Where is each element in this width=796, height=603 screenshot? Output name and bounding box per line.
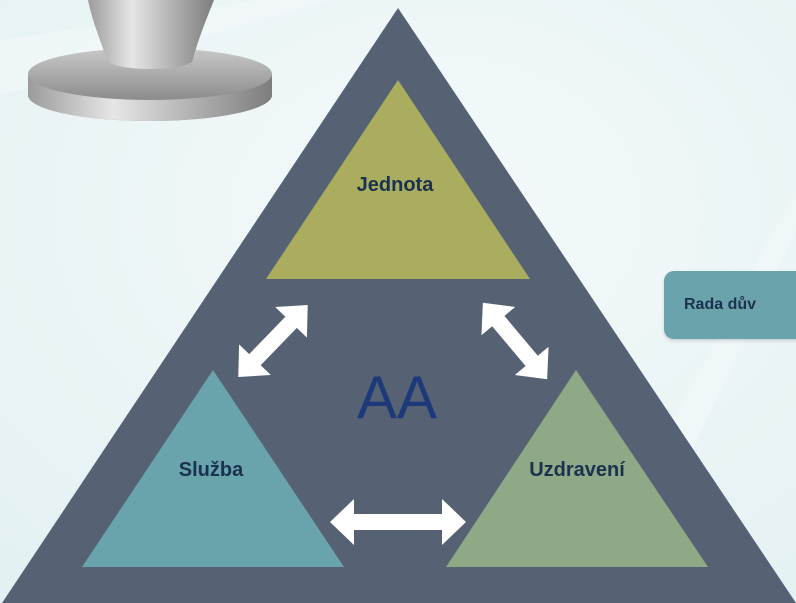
arrows: [238, 302, 549, 545]
center-label-aa: AA: [357, 364, 437, 431]
left-triangle: [82, 370, 344, 567]
side-box-label: Rada dův: [684, 296, 757, 313]
label-jednota: Jednota: [357, 174, 435, 196]
label-uzdraveni: Uzdravení: [529, 459, 626, 481]
top-triangle: [266, 80, 530, 279]
double-arrow-left-icon: [238, 305, 308, 377]
side-box: [664, 271, 796, 339]
right-triangle: [446, 370, 708, 567]
pedestal-icon: [28, 0, 272, 121]
double-arrow-right-icon: [481, 302, 549, 380]
double-arrow-bottom-icon: [330, 499, 466, 545]
label-sluzba: Služba: [179, 459, 244, 481]
